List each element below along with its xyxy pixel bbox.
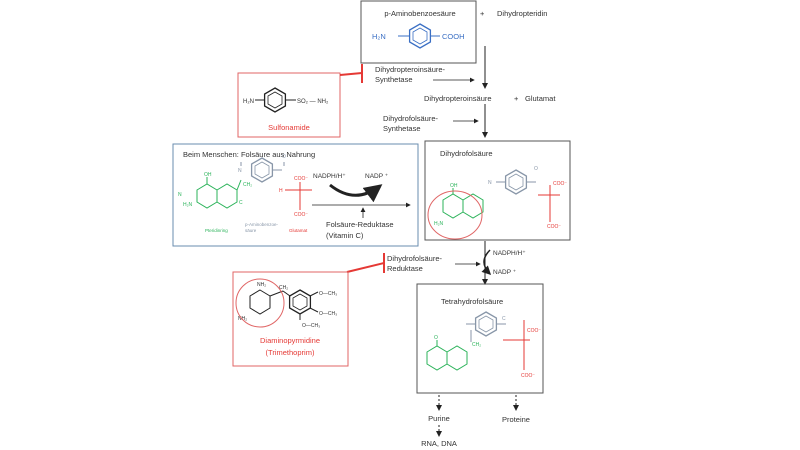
folsaeure-reduktase-label: Folsäure-Reduktase [326, 220, 394, 229]
svg-text:C: C [502, 316, 506, 322]
trimethoprim-box [232, 271, 349, 367]
svg-text:COO⁻: COO⁻ [294, 176, 308, 182]
svg-text:N: N [178, 192, 182, 198]
tetrahydrofolsaeure-title: Tetrahydrofolsäure [441, 297, 503, 306]
svg-text:COO⁻: COO⁻ [294, 212, 308, 218]
svg-text:O: O [282, 154, 286, 160]
dfs-label-2: Synthetase [383, 124, 421, 133]
svg-text:CH₂: CH₂ [472, 342, 481, 348]
sulfonamide-amine: H₂N [243, 99, 254, 105]
sulfonamide-inhibition [339, 64, 363, 83]
svg-text:O: O [434, 335, 438, 341]
reduction-nadp: NADP ⁺ [493, 269, 517, 276]
purine-label: Purine [428, 414, 450, 423]
paba-carboxyl: COOH [442, 32, 465, 41]
sulfonamide-box [237, 72, 341, 138]
rna-dna-label: RNA, DNA [421, 439, 457, 448]
svg-text:NH₂: NH₂ [257, 282, 266, 288]
svg-text:OH: OH [450, 183, 458, 189]
svg-text:OH: OH [204, 172, 212, 178]
sulfonamide-group: SO₂ — NH₂ [297, 99, 329, 105]
human-nadp: NADP ⁺ [365, 173, 389, 180]
human-title: Beim Menschen: Folsäure aus Nahrung [183, 150, 315, 159]
dihydropteroinsaeure-label: Dihydropteroinsäure [424, 94, 492, 103]
part-glutamat: Glutamat [289, 228, 308, 233]
svg-text:CH₂: CH₂ [243, 182, 252, 188]
dps-label-2: Synthetase [375, 75, 413, 84]
svg-text:CH₂: CH₂ [279, 285, 288, 291]
svg-text:O: O [534, 166, 538, 172]
dihydrofolsaeure-title: Dihydrofolsäure [440, 149, 493, 158]
svg-text:H₂N: H₂N [183, 202, 193, 208]
dfs-label-1: Dihydrofolsäure- [383, 114, 439, 123]
pteridin-highlight-circle [427, 190, 483, 240]
trimethoprim-structure: NH₂ NH₂ CH₂ O—CH₃ O—CH₃ O—CH₃ [235, 278, 337, 329]
part-paba-1: p-Aminobenzoe- [245, 222, 279, 227]
svg-text:C: C [239, 200, 243, 206]
svg-text:O—CH₃: O—CH₃ [319, 311, 337, 317]
svg-text:H₂N: H₂N [434, 221, 444, 227]
paba-title: p-Aminobenzoesäure [384, 9, 455, 18]
part-paba-2: säure [245, 228, 257, 233]
reduction-curve-arrow [481, 249, 492, 276]
paba-amine: H₂N [372, 32, 386, 41]
proteine-label: Proteine [502, 415, 530, 424]
trimethoprim-inhibition [346, 253, 385, 273]
svg-text:O—CH₃: O—CH₃ [302, 323, 320, 329]
vitamin-c-label: (Vitamin C) [326, 231, 364, 240]
plus-sign: + [480, 9, 485, 18]
reduction-nadph: NADPH/H⁺ [493, 250, 526, 257]
part-pteridin: Pteridinring [205, 228, 228, 233]
sulfonamide-structure [255, 87, 296, 113]
svg-text:H: H [279, 188, 283, 194]
folsaeure-structure: OH H₂N N C CH₂ N O COO⁻ COO⁻ H Pteridinr… [178, 154, 312, 233]
diaminopyrimidine-label: Diaminopyrmidine [260, 336, 320, 345]
svg-text:N: N [488, 180, 492, 186]
svg-text:COO⁻: COO⁻ [521, 373, 535, 379]
dihydrofolsaeure-structure: OH H₂N N O COO⁻ COO⁻ [427, 166, 567, 240]
dps-label-1: Dihydropteroinsäure- [375, 65, 446, 74]
svg-text:O—CH₃: O—CH₃ [319, 291, 337, 297]
plus-sign-2: + [514, 94, 519, 103]
human-nadph: NADPH/H⁺ [313, 173, 346, 180]
svg-text:COO⁻: COO⁻ [547, 224, 561, 230]
tetrahydrofolsaeure-structure: O CH₂ C COO⁻ COO⁻ [426, 311, 541, 379]
cofactor-curve-arrow [329, 183, 383, 203]
glutamat-label: Glutamat [525, 94, 556, 103]
dfr-label-2: Reduktase [387, 264, 423, 273]
dihydrofolsaeure-box [424, 140, 571, 241]
svg-text:COO⁻: COO⁻ [553, 181, 567, 187]
trimethoprim-label: (Trimethoprim) [266, 348, 315, 357]
dihydropteridin-label: Dihydropteridin [497, 9, 547, 18]
svg-text:N: N [238, 168, 242, 174]
human-folate-box [172, 143, 419, 247]
dfr-label-1: Dihydrofolsäure- [387, 254, 443, 263]
svg-text:COO⁻: COO⁻ [527, 328, 541, 334]
paba-box [360, 0, 477, 64]
sulfonamide-label: Sulfonamide [268, 123, 310, 132]
diaminopyrimidine-highlight-circle [235, 278, 285, 328]
tetrahydrofolsaeure-box [416, 283, 544, 394]
paba-structure [398, 23, 440, 49]
